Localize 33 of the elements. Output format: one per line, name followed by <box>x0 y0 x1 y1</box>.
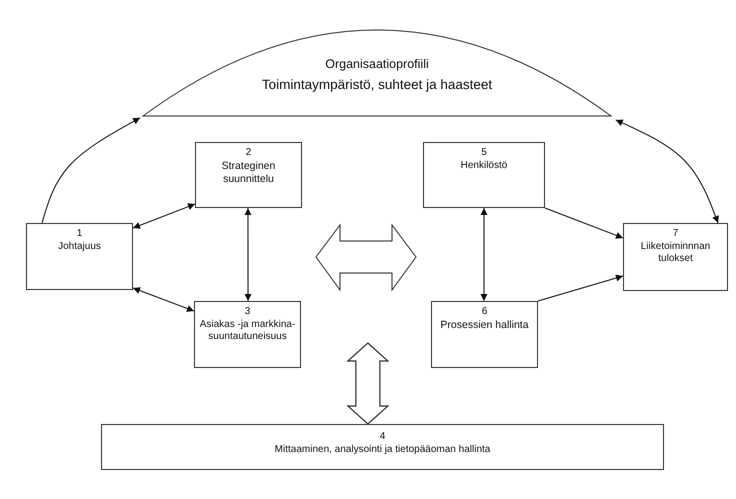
box-number: 1 <box>76 228 84 240</box>
box-label: Asiakas -ja markkina- suuntautuneisuus <box>198 318 296 344</box>
arrow <box>132 287 194 312</box>
process-box <box>101 424 664 470</box>
box-label: Prosessien hallinta <box>439 318 530 332</box>
process-box <box>195 142 302 208</box>
box-number: 4 <box>378 431 386 444</box>
box-number: 3 <box>244 306 252 318</box>
dome-shape <box>142 28 612 116</box>
arrow <box>244 208 252 302</box>
box-label: Strateginen suunnittelu <box>220 160 276 186</box>
process-box <box>26 223 133 290</box>
arrow <box>132 203 196 229</box>
arrow <box>42 117 141 224</box>
box-number: 7 <box>672 228 680 240</box>
process-box <box>194 301 301 368</box>
box-label: Mittaaminen, analysointi ja tietopääoman hallinta <box>274 444 492 456</box>
process-box <box>623 223 728 291</box>
hollow-double-arrow <box>346 342 390 425</box>
box-number: 6 <box>480 306 488 318</box>
arrow <box>544 208 624 239</box>
box-label: Toimintaympäristö, suhteet ja haasteet <box>260 76 494 94</box>
arrow <box>615 119 719 224</box>
process-box <box>431 301 538 368</box>
box-label: Henkilöstö <box>460 160 508 172</box>
box-number: 5 <box>480 147 488 160</box>
arrow <box>538 274 624 302</box>
arrow <box>480 208 488 302</box>
box-number: 2 <box>244 147 252 160</box>
dome-title: Organisaatioprofiili <box>324 56 430 73</box>
box-label: Johtajuus <box>57 240 102 253</box>
box-label: Liiketoiminnnan tulokset <box>640 240 712 266</box>
process-box <box>423 142 545 208</box>
